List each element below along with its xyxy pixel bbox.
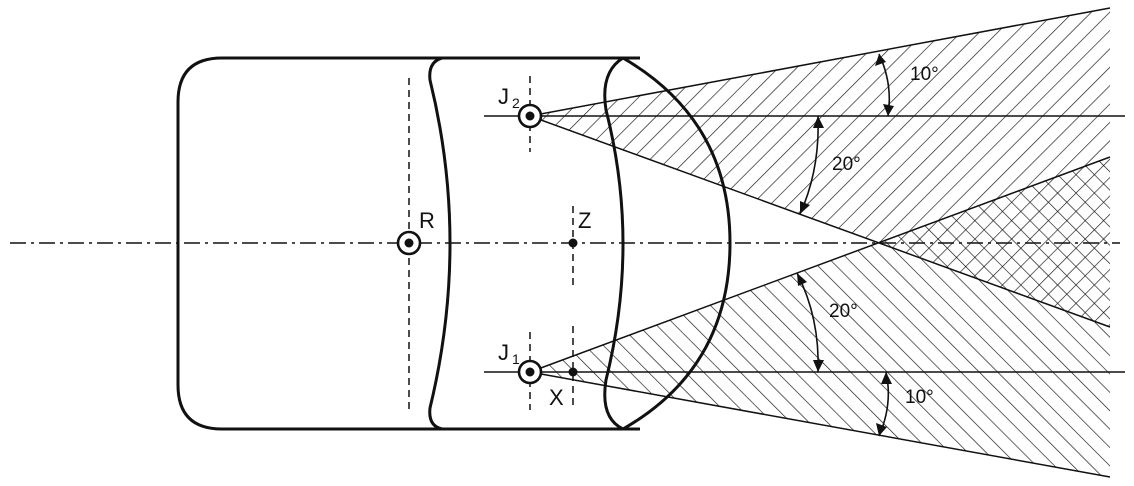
label-j2-subscript: 2 <box>512 95 520 111</box>
label-z: Z <box>578 208 591 233</box>
point-z <box>568 238 578 248</box>
angle-arc-upper-outer <box>875 53 894 117</box>
label-j1: J <box>498 340 509 365</box>
beam-boundaries <box>529 7 1111 478</box>
angle-arc-lower-inner <box>796 272 824 373</box>
point-j2 <box>517 103 543 129</box>
angle-arc-upper-inner <box>799 115 824 215</box>
point-x <box>568 367 578 377</box>
angle-arc-lower-outer <box>876 371 892 437</box>
label-j2: J <box>498 84 509 109</box>
angle-label-lower-inner: 20° <box>829 301 858 322</box>
label-x: X <box>549 385 564 410</box>
vehicle-body <box>176 56 732 431</box>
lower-beam-sector <box>530 157 1110 477</box>
point-r <box>396 230 422 256</box>
point-j1 <box>517 359 543 385</box>
label-r: R <box>419 208 435 233</box>
angle-label-upper-inner: 20° <box>832 154 861 175</box>
angle-label-lower-outer: 10° <box>905 387 934 408</box>
angle-label-upper-outer: 10° <box>910 64 939 85</box>
label-j1-subscript: 1 <box>512 351 520 367</box>
